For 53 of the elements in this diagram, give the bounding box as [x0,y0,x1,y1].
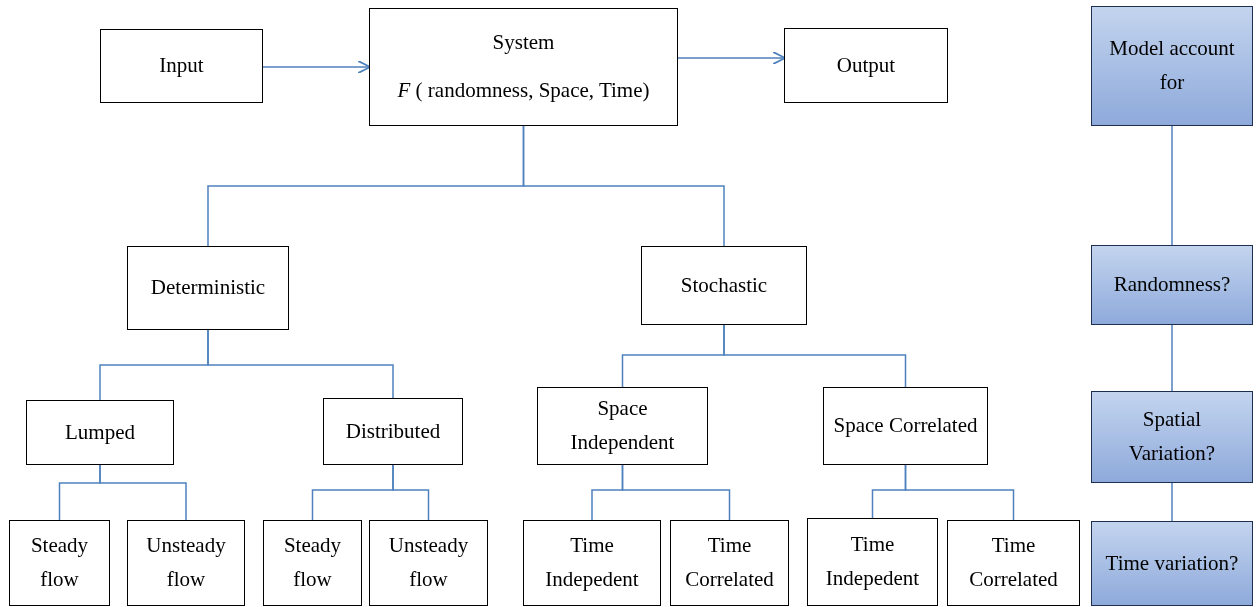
node-label: Time Indepedent [544,532,640,593]
connector-line [1171,482,1173,522]
node-label: Input [159,52,204,80]
node-label: Space Independent [569,395,676,456]
node-label: Steady flow [29,532,90,593]
node-label: Time variation? [1105,549,1239,577]
node-label: Time Correlated [968,532,1059,593]
node-label: Lumped [65,418,135,446]
connector-line [522,125,725,247]
node-label: System [492,29,555,57]
node-label: Time Indepedent [824,531,921,592]
node-label: Randomness? [1113,271,1231,299]
connector-line [207,329,394,399]
process-box [26,400,174,465]
node-label: Steady flow [282,532,343,593]
process-box [100,29,263,103]
connector-line [621,464,731,521]
node-label: Unsteady flow [145,532,227,593]
node-label: Unsteady flow [387,532,470,593]
process-box [784,28,948,103]
connector-line [723,324,907,388]
process-box [369,520,488,606]
node-label: Time Correlated [684,532,775,593]
process-box [263,520,362,606]
connector-line [904,464,1015,521]
question-box [1091,391,1253,483]
question-box [1091,245,1253,325]
process-box [807,518,938,606]
process-box [523,520,661,606]
process-box [323,398,463,465]
node-label: Stochastic [680,271,768,299]
connector-line [1171,125,1173,246]
process-box [9,520,110,606]
node-label: Distributed [345,417,441,445]
node-label: Output [836,51,896,79]
question-box [1091,6,1253,126]
process-box [823,387,988,465]
connector-line [99,464,187,521]
node-label: F ( randomness, Space, Time) [397,77,650,104]
process-box [369,8,678,126]
process-box [537,387,708,465]
process-box [127,246,289,330]
node-label: Space Correlated [833,412,978,440]
connector-line [392,464,430,521]
node-label: Model account for [1108,35,1236,96]
process-box [947,520,1080,606]
question-box [1091,521,1253,606]
node-label: Deterministic [150,274,266,302]
process-box [641,246,807,325]
process-box [127,520,245,606]
process-box [670,520,789,606]
node-label: Spatial Variation? [1127,406,1217,467]
connector-line [1171,324,1173,392]
